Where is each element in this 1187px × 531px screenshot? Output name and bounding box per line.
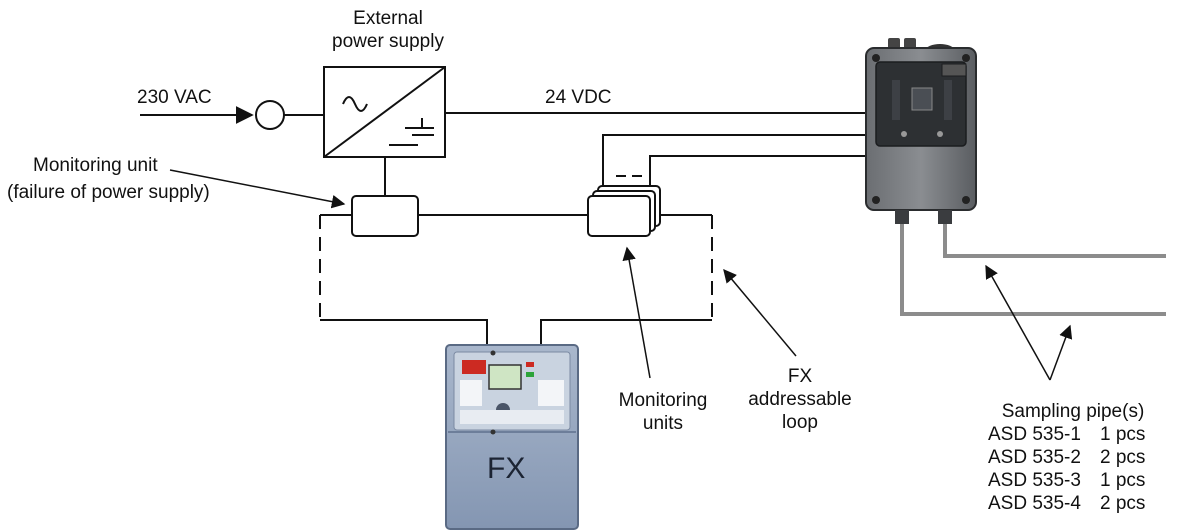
monitoring-units-line2: units	[642, 413, 684, 434]
sampling-row: ASD 535-1 1 pcs	[988, 423, 1184, 446]
monitoring-unit-line1: Monitoring unit	[33, 155, 158, 176]
sampling-pipe-upper	[943, 224, 1166, 258]
sampling-row-qty: 2 pcs	[1100, 493, 1146, 514]
external-power-supply-label: External power supply	[315, 7, 461, 53]
fx-loop-pointer	[723, 268, 797, 357]
power-supply-box	[323, 66, 446, 158]
monitoring-units-stack	[587, 185, 661, 237]
fx-loop-line3: loop	[782, 412, 818, 433]
sampling-pointer-1	[985, 264, 1051, 381]
monitoring-unit-box	[351, 195, 419, 237]
ac-source-circle	[255, 100, 285, 130]
monitoring-unit-line2: (failure of power supply)	[7, 182, 210, 203]
monitoring-unit-pointer	[169, 169, 346, 209]
output-voltage-label: 24 VDC	[545, 87, 612, 108]
sampling-row-model: ASD 535-4	[988, 493, 1081, 514]
fx-loop-line2: addressable	[748, 389, 852, 410]
sampling-row: ASD 535-3 1 pcs	[988, 469, 1184, 492]
external-power-supply-line2: power supply	[332, 31, 444, 52]
sampling-pointer-2	[1049, 324, 1073, 381]
sampling-row-qty: 1 pcs	[1100, 424, 1146, 445]
sampling-pipe-lower	[900, 224, 1166, 316]
fx-control-panel	[445, 344, 579, 530]
sampling-row-qty: 2 pcs	[1100, 447, 1146, 468]
monitoring-units-label: Monitoring units	[600, 389, 726, 435]
sampling-row-model: ASD 535-2	[988, 447, 1081, 468]
fx-loop-line1: FX	[787, 366, 813, 387]
monitoring-units-pointer	[622, 246, 651, 379]
sampling-row-model: ASD 535-3	[988, 470, 1081, 491]
sampling-pipes-title: Sampling pipe(s)	[1001, 401, 1145, 422]
sampling-row: ASD 535-2 2 pcs	[988, 446, 1184, 469]
monitoring-unit-label: Monitoring unit (failure of power supply…	[0, 154, 210, 204]
input-voltage-label: 230 VAC	[137, 87, 212, 108]
sampling-row-model: ASD 535-1	[988, 424, 1081, 445]
asd-detector	[865, 38, 977, 224]
external-power-supply-line1: External	[353, 8, 423, 29]
fx-loop-label: FX addressable loop	[740, 365, 860, 434]
sampling-pipes-block: Sampling pipe(s) ASD 535-1 1 pcs ASD 535-…	[988, 400, 1184, 515]
fx-panel-label: FX	[487, 452, 526, 485]
sampling-row-qty: 1 pcs	[1100, 470, 1146, 491]
sampling-row: ASD 535-4 2 pcs	[988, 492, 1184, 515]
monitoring-units-line1: Monitoring	[618, 390, 708, 411]
